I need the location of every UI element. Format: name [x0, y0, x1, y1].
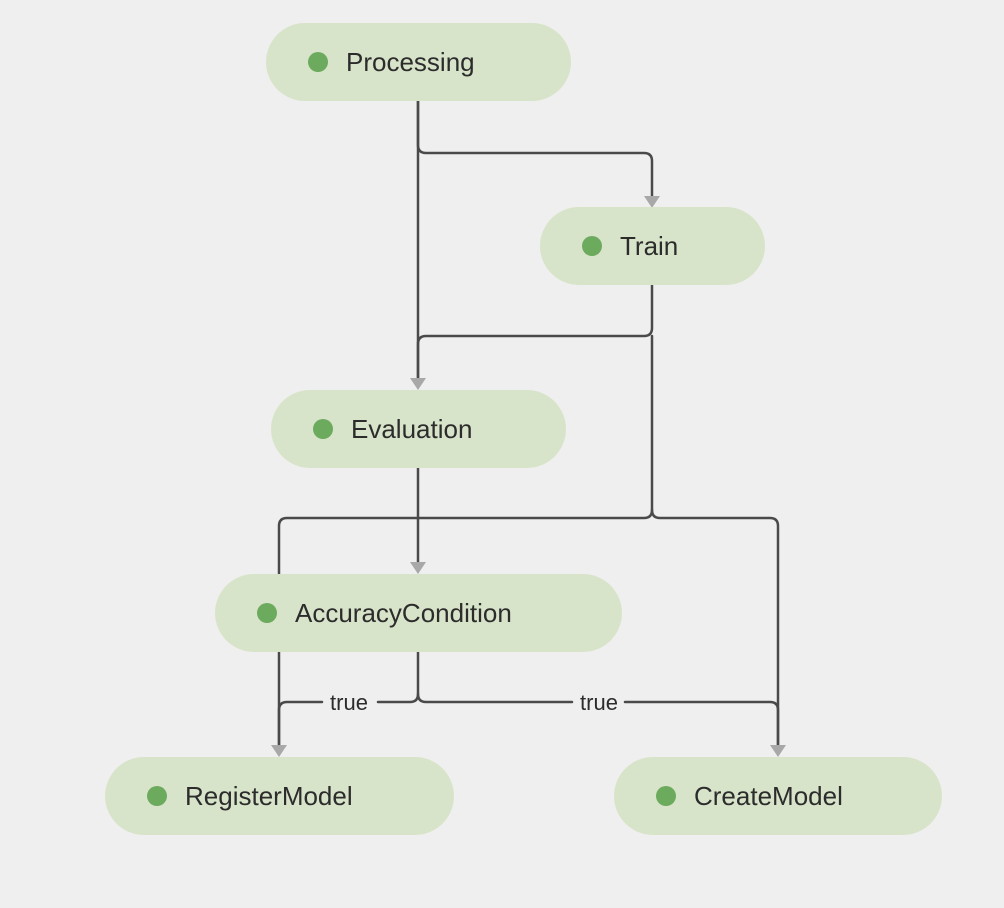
- status-success-icon: [582, 236, 602, 256]
- status-success-icon: [147, 786, 167, 806]
- arrowhead-evaluation: [410, 378, 426, 390]
- arrowhead-train: [644, 196, 660, 208]
- node-accuracycondition[interactable]: AccuracyCondition: [215, 574, 622, 652]
- status-success-icon: [656, 786, 676, 806]
- arrowhead-createmodel: [770, 745, 786, 757]
- node-label: Train: [620, 230, 679, 261]
- node-evaluation[interactable]: Evaluation: [271, 390, 566, 468]
- node-createmodel[interactable]: CreateModel: [614, 757, 942, 835]
- node-registermodel[interactable]: RegisterModel: [105, 757, 454, 835]
- node-label: CreateModel: [694, 780, 843, 811]
- arrowhead-accuracycondition: [410, 562, 426, 574]
- status-success-icon: [257, 603, 277, 623]
- node-label: AccuracyCondition: [295, 597, 512, 628]
- edge-train-createmodel: [650, 508, 780, 747]
- node-label: Evaluation: [351, 413, 473, 444]
- node-label: RegisterModel: [185, 780, 353, 811]
- status-success-icon: [313, 419, 333, 439]
- edge-label-true-registermodel: true: [330, 690, 368, 715]
- node-label: Processing: [346, 46, 475, 77]
- edge-accuracycondition-createmodel: [416, 692, 780, 747]
- arrowhead-registermodel: [271, 745, 287, 757]
- edge-processing-train: [416, 98, 654, 198]
- status-success-icon: [308, 52, 328, 72]
- edge-label-true-createmodel: true: [580, 690, 618, 715]
- node-processing[interactable]: Processing: [266, 23, 571, 101]
- node-train[interactable]: Train: [540, 207, 765, 285]
- edge-train-evaluation: [416, 282, 654, 380]
